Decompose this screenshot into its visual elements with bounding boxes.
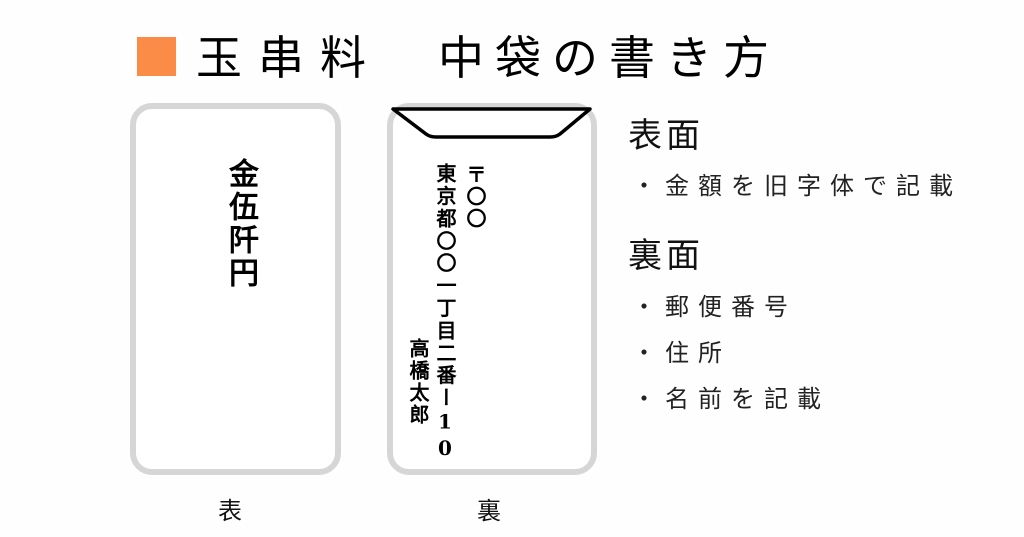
envelope-front-amount: 金伍阡円 — [223, 158, 258, 290]
back-side-heading: 裏面 — [628, 236, 704, 276]
front-side-heading: 表面 — [628, 116, 704, 156]
envelope-back-address: 東京都〇〇一丁目二番ー10 — [433, 163, 457, 463]
envelope-flap-icon — [391, 107, 592, 139]
envelope-back-label: 裏 — [477, 497, 501, 525]
envelope-back-name: 高橋太郎 — [406, 338, 430, 426]
page-title-sub: 中袋の書き方 — [438, 31, 780, 85]
page-title-main: 玉串料 — [196, 31, 382, 85]
back-instruction-item-address: ・住所 — [632, 339, 731, 367]
title-marker-square — [137, 37, 176, 76]
envelope-front — [130, 103, 341, 475]
back-instruction-item-postal: ・郵便番号 — [632, 293, 797, 321]
envelope-back-postal-code: 〒〇〇 — [463, 164, 487, 230]
page-title: 玉串料 中袋の書き方 — [196, 28, 780, 88]
front-instruction-item: ・金額を旧字体で記載 — [632, 172, 962, 200]
back-instruction-item-name: ・名前を記載 — [632, 385, 830, 413]
envelope-front-label: 表 — [218, 497, 242, 525]
envelope-back — [387, 103, 597, 475]
